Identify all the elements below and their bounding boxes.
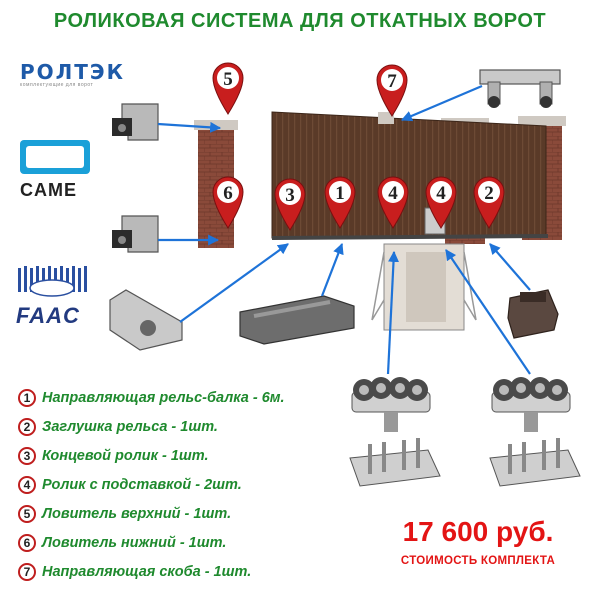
legend-label: Направляющая рельс-балка - 6м.: [42, 389, 285, 406]
legend-number-badge: 1: [18, 388, 36, 407]
arrow-to-rail-beam: [320, 242, 344, 297]
came-logo-text: CAME: [20, 180, 77, 200]
legend-number-badge: 5: [18, 504, 36, 523]
legend-number-badge: 7: [18, 562, 36, 581]
legend-label: Ловитель верхний - 1шт.: [42, 505, 232, 522]
rail-beam-part: [239, 295, 355, 345]
legend-item: 6 Ловитель нижний - 1шт.: [18, 528, 338, 557]
pin-marker: 7: [376, 64, 408, 117]
pin-marker: 5: [212, 62, 244, 115]
legend-item: 1 Направляющая рельс-балка - 6м.: [18, 383, 338, 412]
pin-marker: 6: [212, 176, 244, 229]
pin-marker: 4: [425, 176, 457, 229]
legend-number-badge: 3: [18, 446, 36, 465]
legend-item: 5 Ловитель верхний - 1шт.: [18, 499, 338, 528]
legend-label: Ловитель нижний - 1шт.: [42, 534, 227, 551]
roller-base-plate-right: [489, 438, 581, 487]
parts-legend: 1 Направляющая рельс-балка - 6м. 2 Заглушка…: [18, 383, 338, 586]
roller-base-plate-left: [349, 438, 441, 487]
kit-price-caption: СТОИМОСТЬ КОМПЛЕКТА: [400, 555, 556, 567]
roltek-logo-subtext: комплектующие для ворот: [20, 82, 94, 88]
arrow-to-left-roller: [386, 250, 400, 375]
roller-carriage-right: [491, 377, 571, 432]
page-title: РОЛИКОВАЯ СИСТЕМА ДЛЯ ОТКАТНЫХ ВОРОТ: [53, 10, 547, 32]
roller-carriage-left: [351, 377, 431, 432]
legend-item: 2 Заглушка рельса - 1шт.: [18, 412, 338, 441]
came-logo: CAME: [20, 140, 92, 202]
pin-number: 4: [436, 183, 446, 204]
sliding-gate-leaf: [271, 111, 549, 240]
arrow-to-upper-catcher: [157, 121, 222, 133]
pin-markers: 5 7 6 3 1 4 4 2: [212, 62, 505, 231]
lower-catcher-part: [112, 215, 159, 253]
pin-marker: 4: [377, 176, 409, 229]
legend-label: Заглушка рельса - 1шт.: [42, 418, 218, 435]
arrow-to-guide-bracket: [400, 84, 483, 122]
faac-logo: FAAC: [16, 264, 94, 328]
faac-logo-text: FAAC: [16, 303, 80, 328]
arrow-to-rail-end-cap: [489, 243, 531, 291]
upper-catcher-part: [112, 103, 159, 141]
pin-number: 7: [387, 71, 397, 92]
roltek-logo-text: РОЛТЭК: [20, 60, 125, 84]
came-logo-mark: [20, 140, 90, 174]
legend-item: 7 Направляющая скоба - 1шт.: [18, 557, 338, 586]
kit-price: 17 600 руб.: [402, 516, 554, 547]
legend-number-badge: 4: [18, 475, 36, 494]
arrow-to-end-roller: [179, 243, 289, 323]
legend-number-badge: 6: [18, 533, 36, 552]
arrow-to-right-roller: [445, 249, 531, 375]
pin-number: 5: [223, 69, 233, 90]
legend-label: Направляющая скоба - 1шт.: [42, 563, 252, 580]
pin-marker: 3: [274, 178, 306, 231]
pin-marker: 1: [324, 176, 356, 229]
guide-bracket-part: [479, 69, 561, 108]
legend-label: Ролик с подставкой - 2шт.: [42, 476, 242, 493]
pin-number: 2: [484, 183, 494, 204]
rail-end-cap-part: [507, 289, 559, 339]
pin-number: 1: [335, 183, 345, 204]
legend-item: 4 Ролик с подставкой - 2шт.: [18, 470, 338, 499]
pin-number: 3: [285, 185, 295, 206]
end-roller-part: [109, 289, 183, 351]
faac-logo-mark: [18, 266, 87, 297]
legend-number-badge: 2: [18, 417, 36, 436]
legend-label: Концевой ролик - 1шт.: [42, 447, 209, 464]
pin-number: 4: [388, 183, 398, 204]
roltek-logo: РОЛТЭК комплектующие для ворот: [20, 60, 125, 88]
pin-number: 6: [223, 183, 233, 204]
pin-marker: 2: [473, 176, 505, 229]
legend-item: 3 Концевой ролик - 1шт.: [18, 441, 338, 470]
